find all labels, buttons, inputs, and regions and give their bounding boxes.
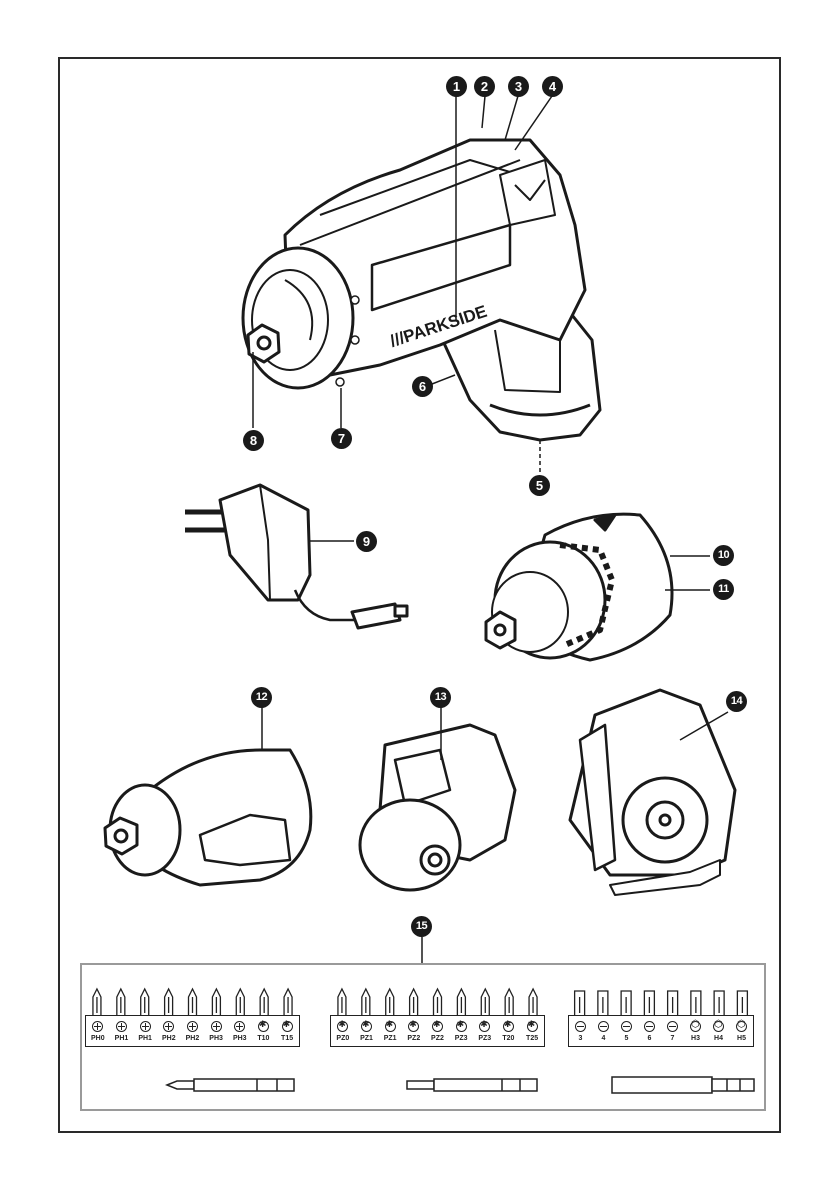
bit-holder xyxy=(612,1077,754,1093)
callout-7: 7 xyxy=(331,428,352,449)
callout-10: 10 xyxy=(713,545,734,566)
callout-9: 9 xyxy=(356,531,377,552)
long-bit-slotted xyxy=(407,1079,537,1091)
attachment-drill-chuck xyxy=(486,514,672,660)
bits-panel: PH0PH1PH1PH2PH2PH3PH3T10T15 PZ0PZ1PZ1PZ2… xyxy=(80,963,766,1111)
callout-12: 12 xyxy=(251,687,272,708)
callout-5: 5 xyxy=(529,475,550,496)
charger-illustration xyxy=(185,485,407,628)
callout-1: 1 xyxy=(446,76,467,97)
attachment-12 xyxy=(105,706,311,885)
callout-15: 15 xyxy=(411,916,432,937)
callout-6: 6 xyxy=(412,376,433,397)
attachment-13 xyxy=(360,706,515,890)
attachment-14 xyxy=(570,690,735,895)
callout-8: 8 xyxy=(243,430,264,451)
bits-drawing xyxy=(82,965,768,1113)
callout-11: 11 xyxy=(713,579,734,600)
callout-2: 2 xyxy=(474,76,495,97)
callout-13: 13 xyxy=(430,687,451,708)
callout-4: 4 xyxy=(542,76,563,97)
callout-3: 3 xyxy=(508,76,529,97)
long-bit-phillips xyxy=(167,1079,294,1091)
callout-14: 14 xyxy=(726,691,747,712)
